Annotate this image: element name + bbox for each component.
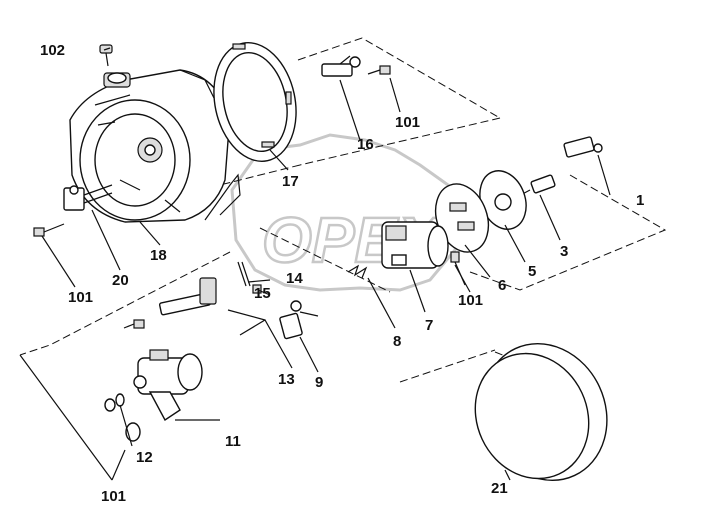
connector-part-9 (279, 300, 319, 340)
screw-part-101-top (367, 65, 391, 75)
connector-part-20 (63, 184, 113, 211)
callout-labels: 102 101 16 17 1 3 5 6 101 7 8 18 20 101 … (40, 42, 644, 505)
motor-part-7 (381, 221, 449, 269)
actuator-part-11 (133, 349, 203, 422)
callout-9: 9 (315, 374, 323, 391)
callout-102: 102 (40, 42, 65, 59)
gasket-part-17 (213, 42, 297, 162)
callout-6: 6 (498, 277, 506, 294)
assembly-dashed-lines (19, 37, 667, 383)
screw-part-101-mid (450, 251, 460, 263)
callout-101-top: 101 (395, 114, 420, 131)
bracket-part-6 (434, 183, 490, 253)
callout-101-left: 101 (68, 289, 93, 306)
callout-15: 15 (254, 285, 271, 302)
callout-1: 1 (636, 192, 644, 209)
washer-part-12 (104, 393, 141, 442)
callout-17: 17 (282, 173, 299, 190)
housing-part-18 (69, 69, 241, 223)
callout-12: 12 (136, 449, 153, 466)
spring-part-8 (347, 264, 368, 279)
sensor-part-16 (321, 55, 361, 77)
lever-part-13 (158, 277, 217, 316)
leader-lines (19, 47, 611, 481)
callout-101-mid: 101 (458, 292, 483, 309)
bolt-part-102 (99, 44, 113, 67)
screw-part-101-bottom (123, 319, 145, 329)
callout-14: 14 (286, 270, 303, 287)
callout-21: 21 (491, 480, 508, 497)
callout-11: 11 (225, 433, 241, 450)
pin-part-15 (252, 284, 262, 294)
callout-13: 13 (278, 371, 295, 388)
callout-101-bottom: 101 (101, 488, 126, 505)
callout-7: 7 (425, 317, 433, 334)
callout-20: 20 (112, 272, 129, 289)
callout-16: 16 (357, 136, 374, 153)
callout-3: 3 (560, 243, 568, 260)
callout-8: 8 (393, 333, 401, 350)
cover-part-21 (474, 342, 608, 482)
switch-part-1 (563, 136, 603, 158)
callout-5: 5 (528, 263, 536, 280)
callout-18: 18 (150, 247, 167, 264)
screw-part-101-left (33, 223, 65, 237)
